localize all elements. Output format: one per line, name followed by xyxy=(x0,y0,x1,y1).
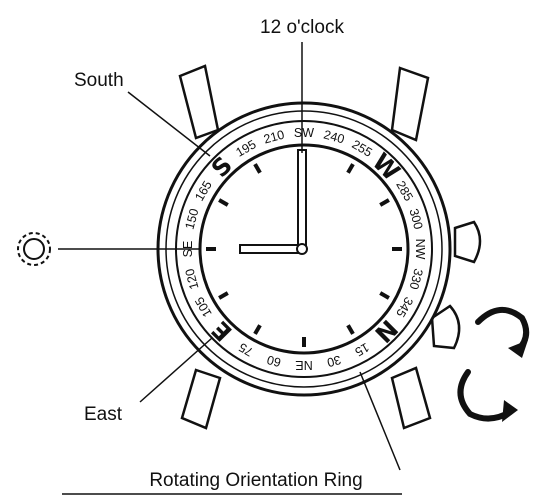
leader-east xyxy=(139,337,213,403)
ring-label: NE xyxy=(295,358,312,372)
hour-marker xyxy=(253,163,262,174)
hour-hand xyxy=(239,244,305,254)
upper-right-lug xyxy=(390,66,430,142)
ring-label: 300 xyxy=(407,207,426,231)
ring-label: 30 xyxy=(325,352,342,369)
label-12-oclock: 12 o'clock xyxy=(260,17,344,38)
hour-marker xyxy=(346,324,355,335)
hand-pivot xyxy=(296,243,308,255)
hour-marker xyxy=(218,291,229,300)
ring-label: 150 xyxy=(183,207,202,231)
hour-marker xyxy=(253,324,262,335)
hour-marker xyxy=(379,198,390,207)
lower-right-lug xyxy=(390,366,432,430)
upper-left-lug xyxy=(178,64,220,140)
ring-label: 15 xyxy=(352,340,371,359)
ring-label: 210 xyxy=(262,128,286,147)
ring-label: 75 xyxy=(236,340,255,359)
lower-left-lug xyxy=(180,368,222,430)
label-east: East xyxy=(84,404,123,425)
rotate-clockwise-arrow-icon xyxy=(475,307,530,358)
leader-rotating-ring xyxy=(359,371,401,471)
ring-label: SW xyxy=(294,126,314,140)
hour-marker xyxy=(218,198,229,207)
dial-ticks xyxy=(206,163,402,347)
minute-hand xyxy=(297,149,307,251)
label-south: South xyxy=(74,70,124,91)
ring-label: NW xyxy=(413,239,427,260)
label-rotating-ring: Rotating Orientation Ring xyxy=(149,470,362,491)
sun-icon xyxy=(17,232,51,266)
ring-label: 120 xyxy=(183,267,202,291)
rotate-counterclockwise-arrow-icon xyxy=(457,369,518,422)
hour-marker xyxy=(346,163,355,174)
ring-crown[interactable] xyxy=(430,304,461,350)
ring-label: 240 xyxy=(322,128,346,147)
leader-south xyxy=(127,91,211,157)
hour-marker xyxy=(379,291,390,300)
ring-label: 330 xyxy=(407,267,426,291)
crown[interactable] xyxy=(453,220,482,264)
ring-label: 60 xyxy=(265,352,282,369)
